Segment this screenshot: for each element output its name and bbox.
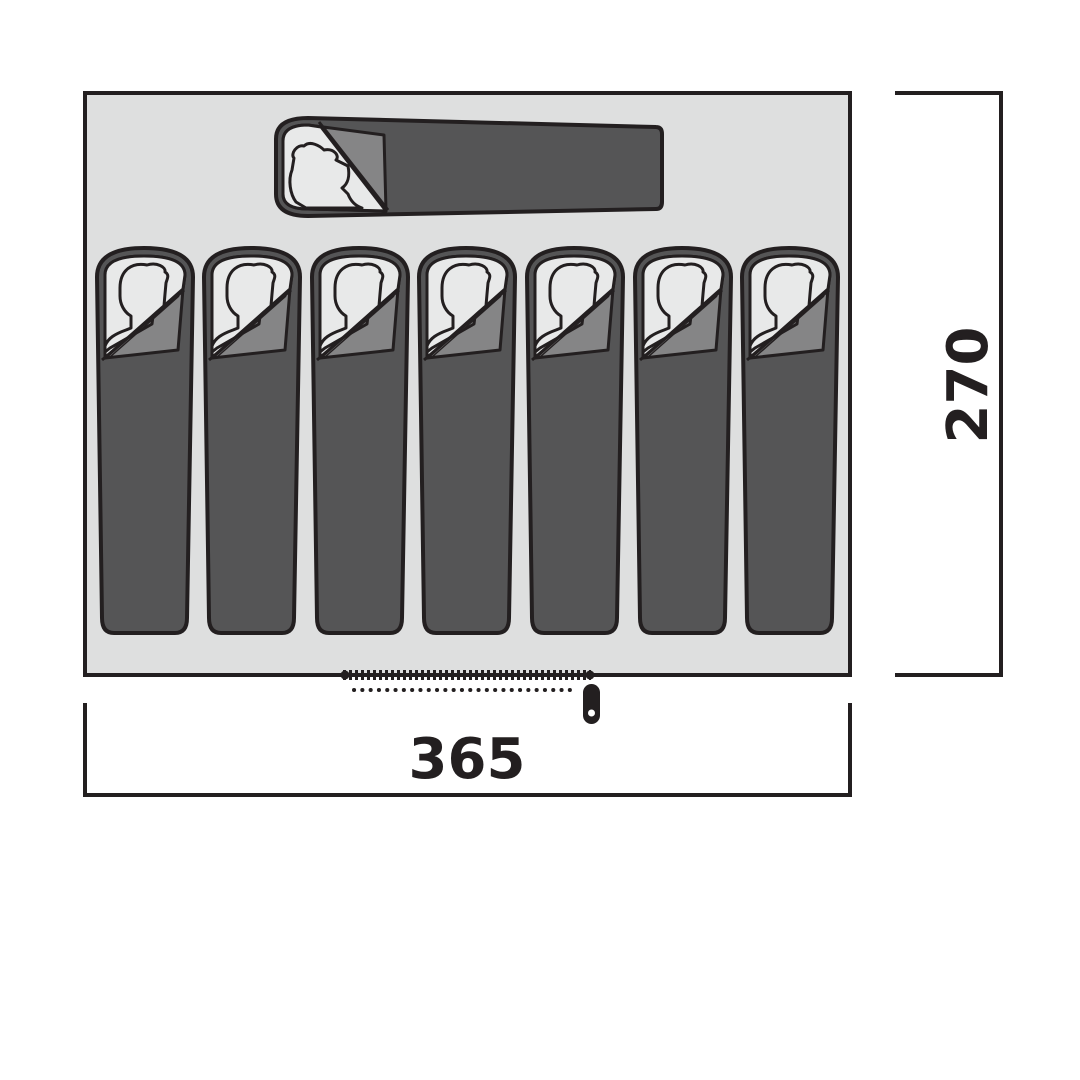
sleeping-bag-icon <box>95 246 195 635</box>
sleeping-bag-icon <box>274 116 664 218</box>
width-label: 365 <box>409 727 526 792</box>
sleeping-bag-icon <box>310 246 410 635</box>
depth-dimension: 270 <box>895 91 1003 677</box>
depth-label: 270 <box>936 327 1001 444</box>
sleeping-bag-icon <box>202 246 302 635</box>
width-dimension: 365 <box>83 703 852 797</box>
sleeping-bag-icon <box>417 246 517 635</box>
sleeping-bag-icon <box>633 246 733 635</box>
door-zipper-icon <box>340 670 600 724</box>
sleeping-bag-icon <box>525 246 625 635</box>
sleeping-bag-icon <box>740 246 840 635</box>
